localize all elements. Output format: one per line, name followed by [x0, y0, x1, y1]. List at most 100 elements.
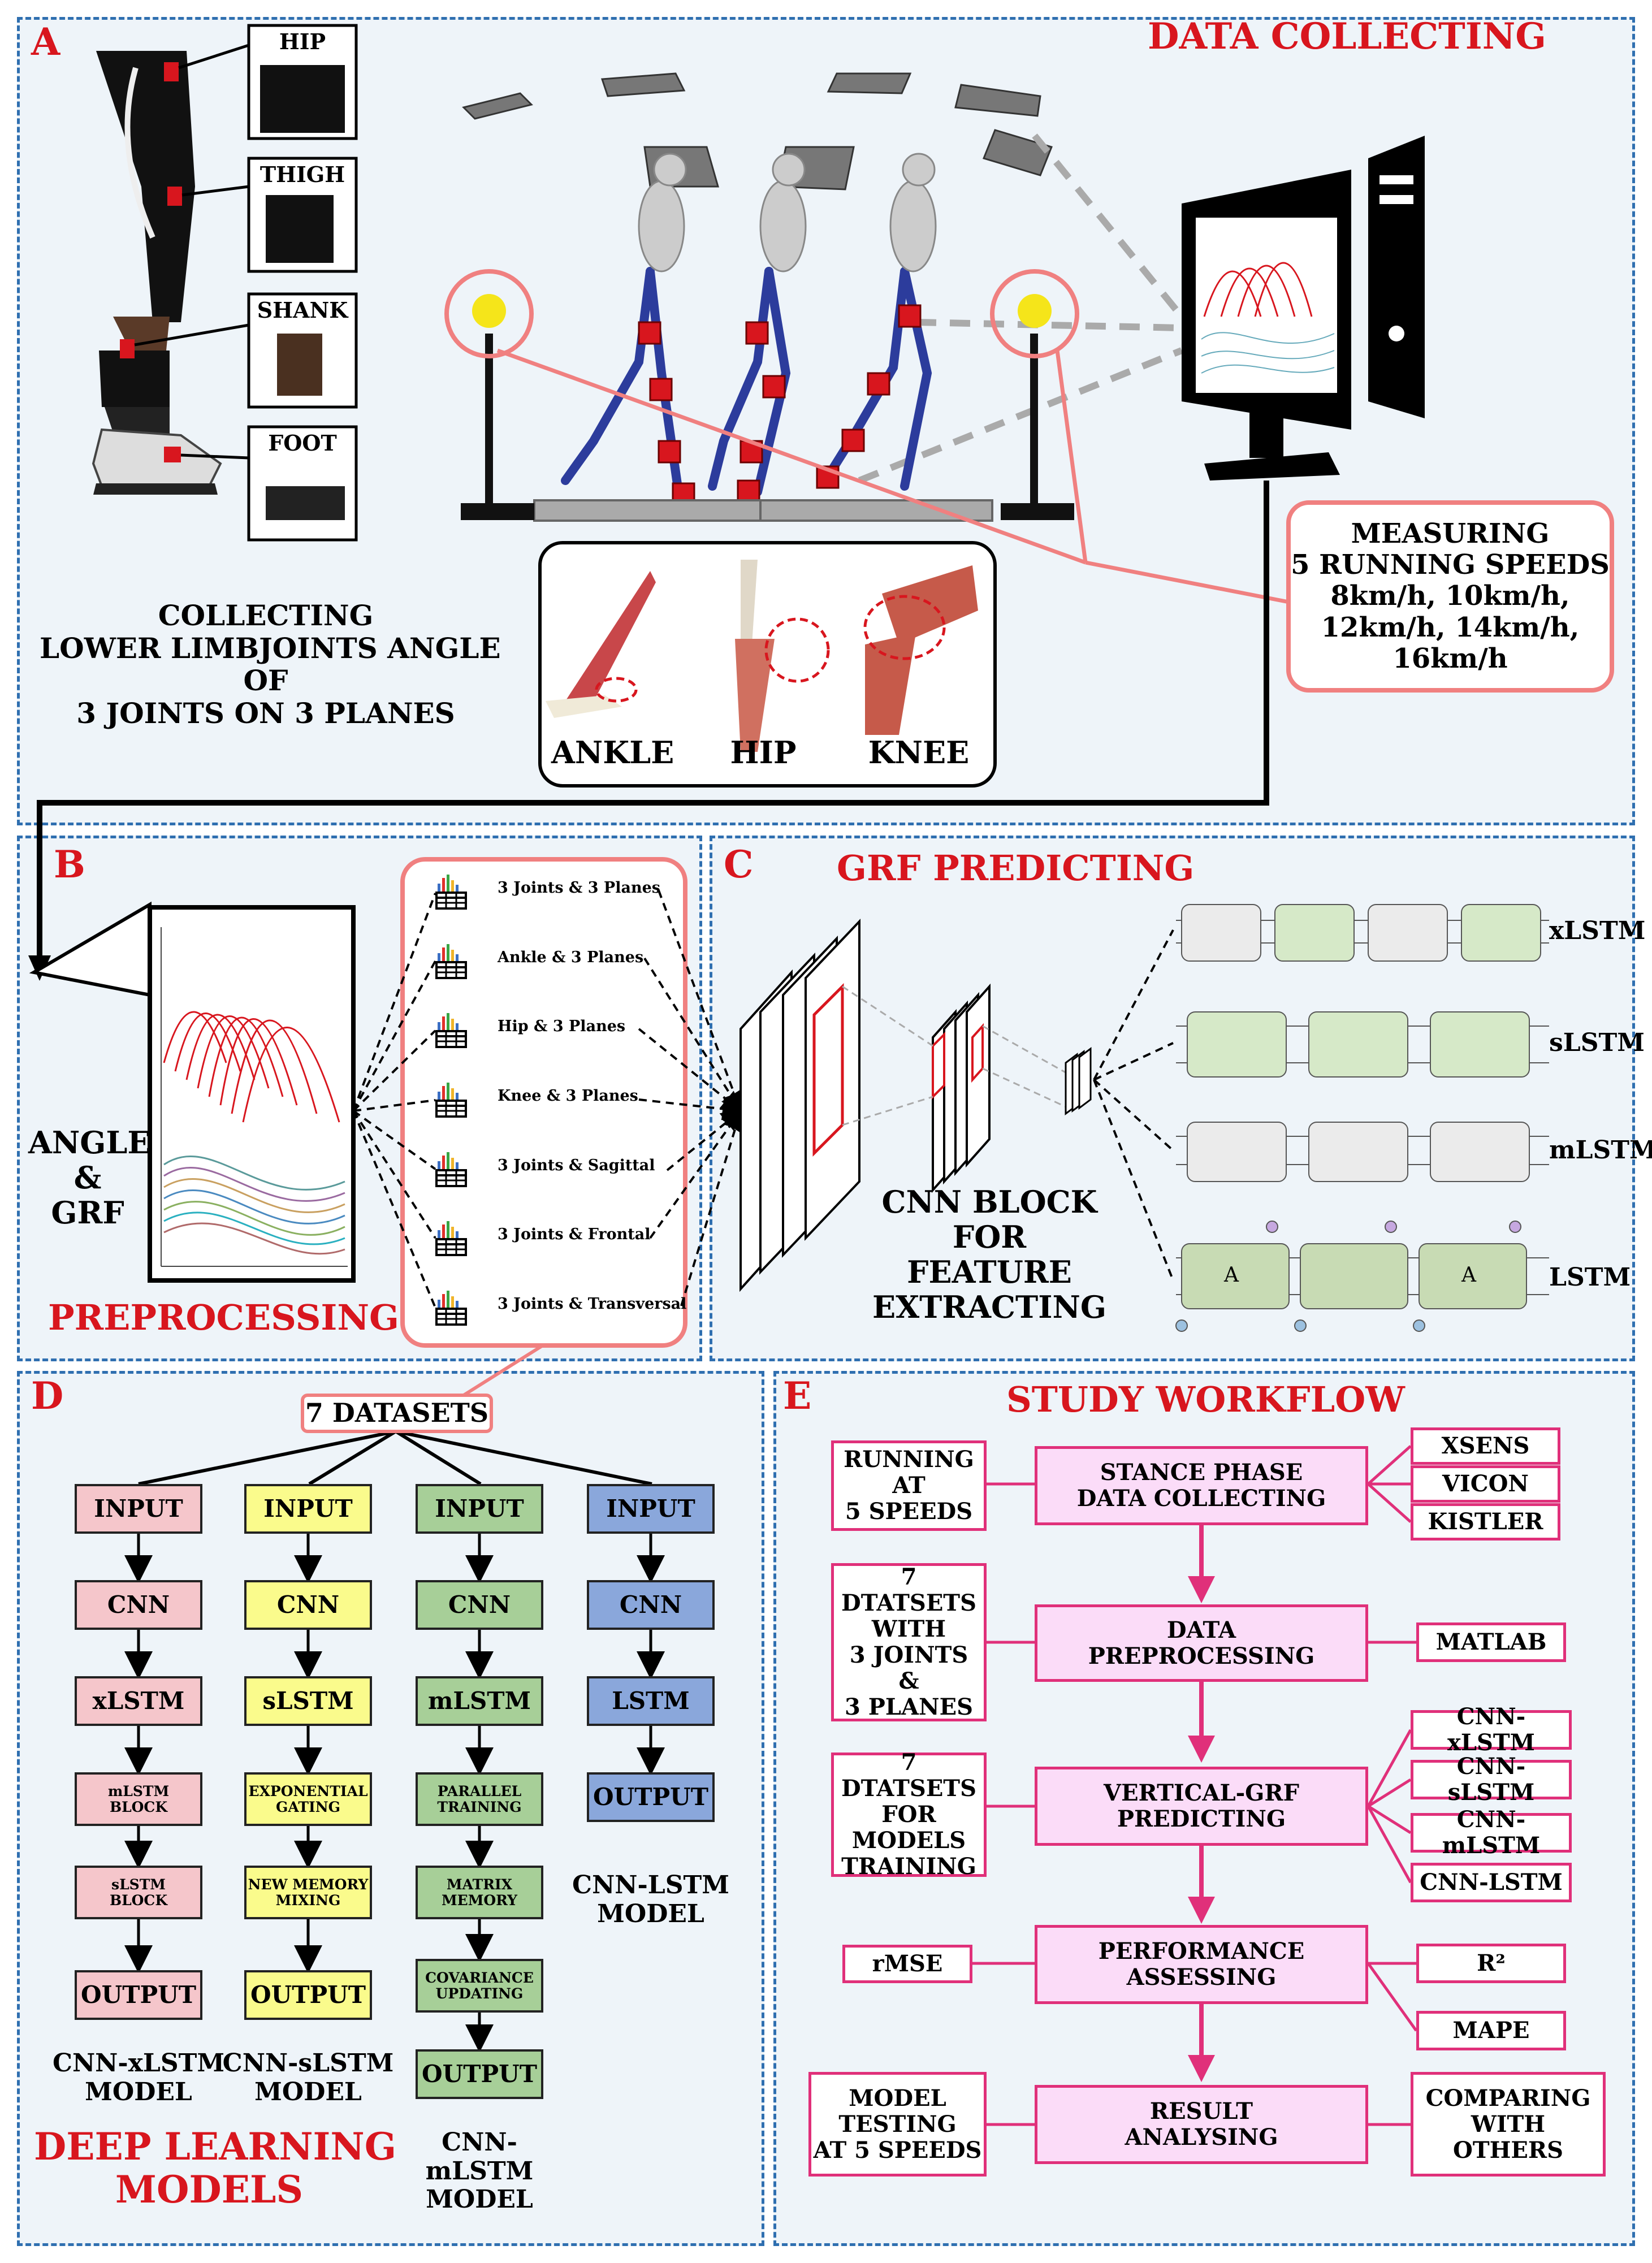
dataset-label: 3 Joints & 3 Planes [498, 879, 660, 897]
model-step-output: OUTPUT [75, 1970, 202, 2020]
mlstm-row [1176, 1122, 1549, 1182]
model-step-covariance-updating: COVARIANCE UPDATING [416, 1959, 543, 2013]
model-step-cnn: CNN [416, 1580, 543, 1630]
panel-a-title: DATA COLLECTING [1148, 15, 1546, 58]
note-matlab: MATLAB [1416, 1622, 1566, 1662]
step-performance: PERFORMANCE ASSESSING [1035, 1925, 1368, 2004]
xlstm-row [1176, 904, 1549, 962]
note-cnn-slstm: CNN-sLSTM [1411, 1754, 1572, 1806]
model-step-mlstm-block: mLSTM BLOCK [75, 1772, 202, 1826]
model-step-cnn: CNN [244, 1580, 372, 1630]
dataset-label: 3 Joints & Frontal [498, 1226, 651, 1243]
model-step-output: OUTPUT [244, 1970, 372, 2020]
model-step-matrix-memory: MATRIX MEMORY [416, 1866, 543, 1919]
model-step-slstm-block: sLSTM BLOCK [75, 1866, 202, 1919]
measuring-box: MEASURING 5 RUNNING SPEEDS 8km/h, 10km/h… [1286, 500, 1614, 693]
panel-d-title: DEEP LEARNING MODELS [34, 2124, 397, 2212]
computer-icon [1182, 136, 1425, 481]
seven-datasets-box: 7 DATASETS [301, 1394, 493, 1433]
model-step-output: OUTPUT [416, 2049, 543, 2099]
motion-cameras [462, 72, 1053, 191]
sensor-label-hip: HIP [279, 29, 326, 54]
collecting-caption: COLLECTING LOWER LIMBJOINTS ANGLE OF 3 J… [40, 599, 501, 730]
model-name-label: CNN-sLSTM MODEL [222, 2049, 394, 2106]
runner-figures [561, 153, 937, 506]
model-label-xlstm: xLSTM [1549, 916, 1646, 945]
sensor-label-shank: SHANK [257, 297, 348, 323]
model-step-input: INPUT [75, 1484, 202, 1534]
flatten-stack [1065, 1047, 1092, 1115]
model-step-lstm: LSTM [587, 1676, 715, 1726]
dataset-table-icon [434, 1150, 469, 1188]
step-result: RESULT ANALYSING [1035, 2085, 1368, 2164]
joint-label-ankle: ANKLE [551, 734, 674, 771]
dataset-label: Hip & 3 Planes [498, 1018, 626, 1035]
cnn-feature-maps [739, 918, 991, 1292]
signal-plot-frame [148, 905, 356, 1283]
model-step-exponential-gating: EXPONENTIAL GATING [244, 1772, 372, 1826]
note-comparing: COMPARING WITH OTHERS [1411, 2072, 1606, 2177]
dataset-label: 3 Joints & Sagittal [498, 1157, 655, 1174]
treadmill [444, 269, 1079, 522]
model-label-slstm: sLSTM [1549, 1028, 1645, 1057]
dataset-table-icon [434, 1080, 469, 1119]
panel-b-title: PREPROCESSING [48, 1297, 399, 1338]
note-cnn-xlstm: CNN-xLSTM [1411, 1704, 1572, 1756]
lstm-row [1175, 1221, 1549, 1332]
datasets-frame [400, 857, 687, 1348]
note-running-speeds: RUNNING AT 5 SPEEDS [831, 1440, 987, 1531]
panel-e-letter: E [783, 1374, 812, 1418]
sensor-label-thigh: THIGH [260, 162, 345, 187]
note-datasets-joints: 7 DTATSETS WITH 3 JOINTS & 3 PLANES [831, 1563, 987, 1721]
model-label-mlstm: mLSTM [1549, 1136, 1652, 1165]
joint-illustrations [546, 560, 978, 752]
note-cnn-lstm: CNN-LSTM [1411, 1863, 1572, 1902]
model-step-xlstm: xLSTM [75, 1676, 202, 1726]
note-mape: MAPE [1416, 2011, 1566, 2050]
note-cnn-mlstm: CNN-mLSTM [1411, 1807, 1572, 1859]
model-step-cnn: CNN [75, 1580, 202, 1630]
note-r-squared: R² [1416, 1944, 1566, 1983]
lstm-cell-a-3: A [1461, 1264, 1476, 1287]
model-step-mlstm: mLSTM [416, 1676, 543, 1726]
angle-curves [163, 1011, 340, 1123]
joint-label-hip: HIP [730, 734, 797, 771]
panel-d-letter: D [31, 1374, 64, 1418]
dataset-table-icon [434, 1219, 469, 1257]
panel-c-letter: C [724, 842, 754, 886]
step-stance-phase: STANCE PHASE DATA COLLECTING [1035, 1446, 1368, 1525]
note-xsens: XSENS [1411, 1427, 1560, 1465]
dataset-label: 3 Joints & Transversal [498, 1295, 687, 1313]
joint-label-knee: KNEE [868, 734, 970, 771]
panel-c-title: GRF PREDICTING [837, 847, 1195, 889]
dataset-table-icon [434, 942, 469, 980]
step-vertical-grf: VERTICAL-GRF PREDICTING [1035, 1767, 1368, 1846]
angle-grf-label: ANGLE & GRF [28, 1124, 151, 1231]
model-step-input: INPUT [587, 1484, 715, 1534]
dataset-label: Ankle & 3 Planes [498, 949, 644, 966]
model-name-label: CNN-LSTM MODEL [572, 1871, 729, 1928]
model-name-label: CNN-mLSTM MODEL [425, 2128, 534, 2214]
model-step-new-memory-mixing: NEW MEMORY MIXING [244, 1866, 372, 1919]
model-label-lstm: LSTM [1549, 1263, 1631, 1292]
leg-figure [92, 44, 249, 495]
panel-e-title: STUDY WORKFLOW [1006, 1379, 1405, 1420]
dataset-table-icon [434, 1011, 469, 1049]
note-kistler: KISTLER [1411, 1503, 1560, 1541]
dataset-label: Knee & 3 Planes [498, 1087, 638, 1105]
model-name-label: CNN-xLSTM MODEL [52, 2049, 225, 2106]
model-step-parallel-training: PARALLEL TRAINING [416, 1772, 543, 1826]
grf-curves [163, 1156, 345, 1255]
cnn-block-label: CNN BLOCK FOR FEATURE EXTRACTING [872, 1184, 1106, 1326]
dataset-table-icon [434, 1288, 469, 1327]
dataset-table-icon [434, 872, 469, 911]
panel-b-letter: B [54, 842, 85, 886]
note-model-testing: MODEL TESTING AT 5 SPEEDS [808, 2072, 987, 2177]
sensor-label-foot: FOOT [268, 430, 337, 456]
slstm-row [1176, 1011, 1549, 1078]
step-preprocessing: DATA PREPROCESSING [1035, 1604, 1368, 1682]
model-step-input: INPUT [244, 1484, 372, 1534]
note-datasets-training: 7 DTATSETS FOR MODELS TRAINING [831, 1750, 987, 1880]
lstm-cell-a-1: A [1224, 1264, 1239, 1287]
